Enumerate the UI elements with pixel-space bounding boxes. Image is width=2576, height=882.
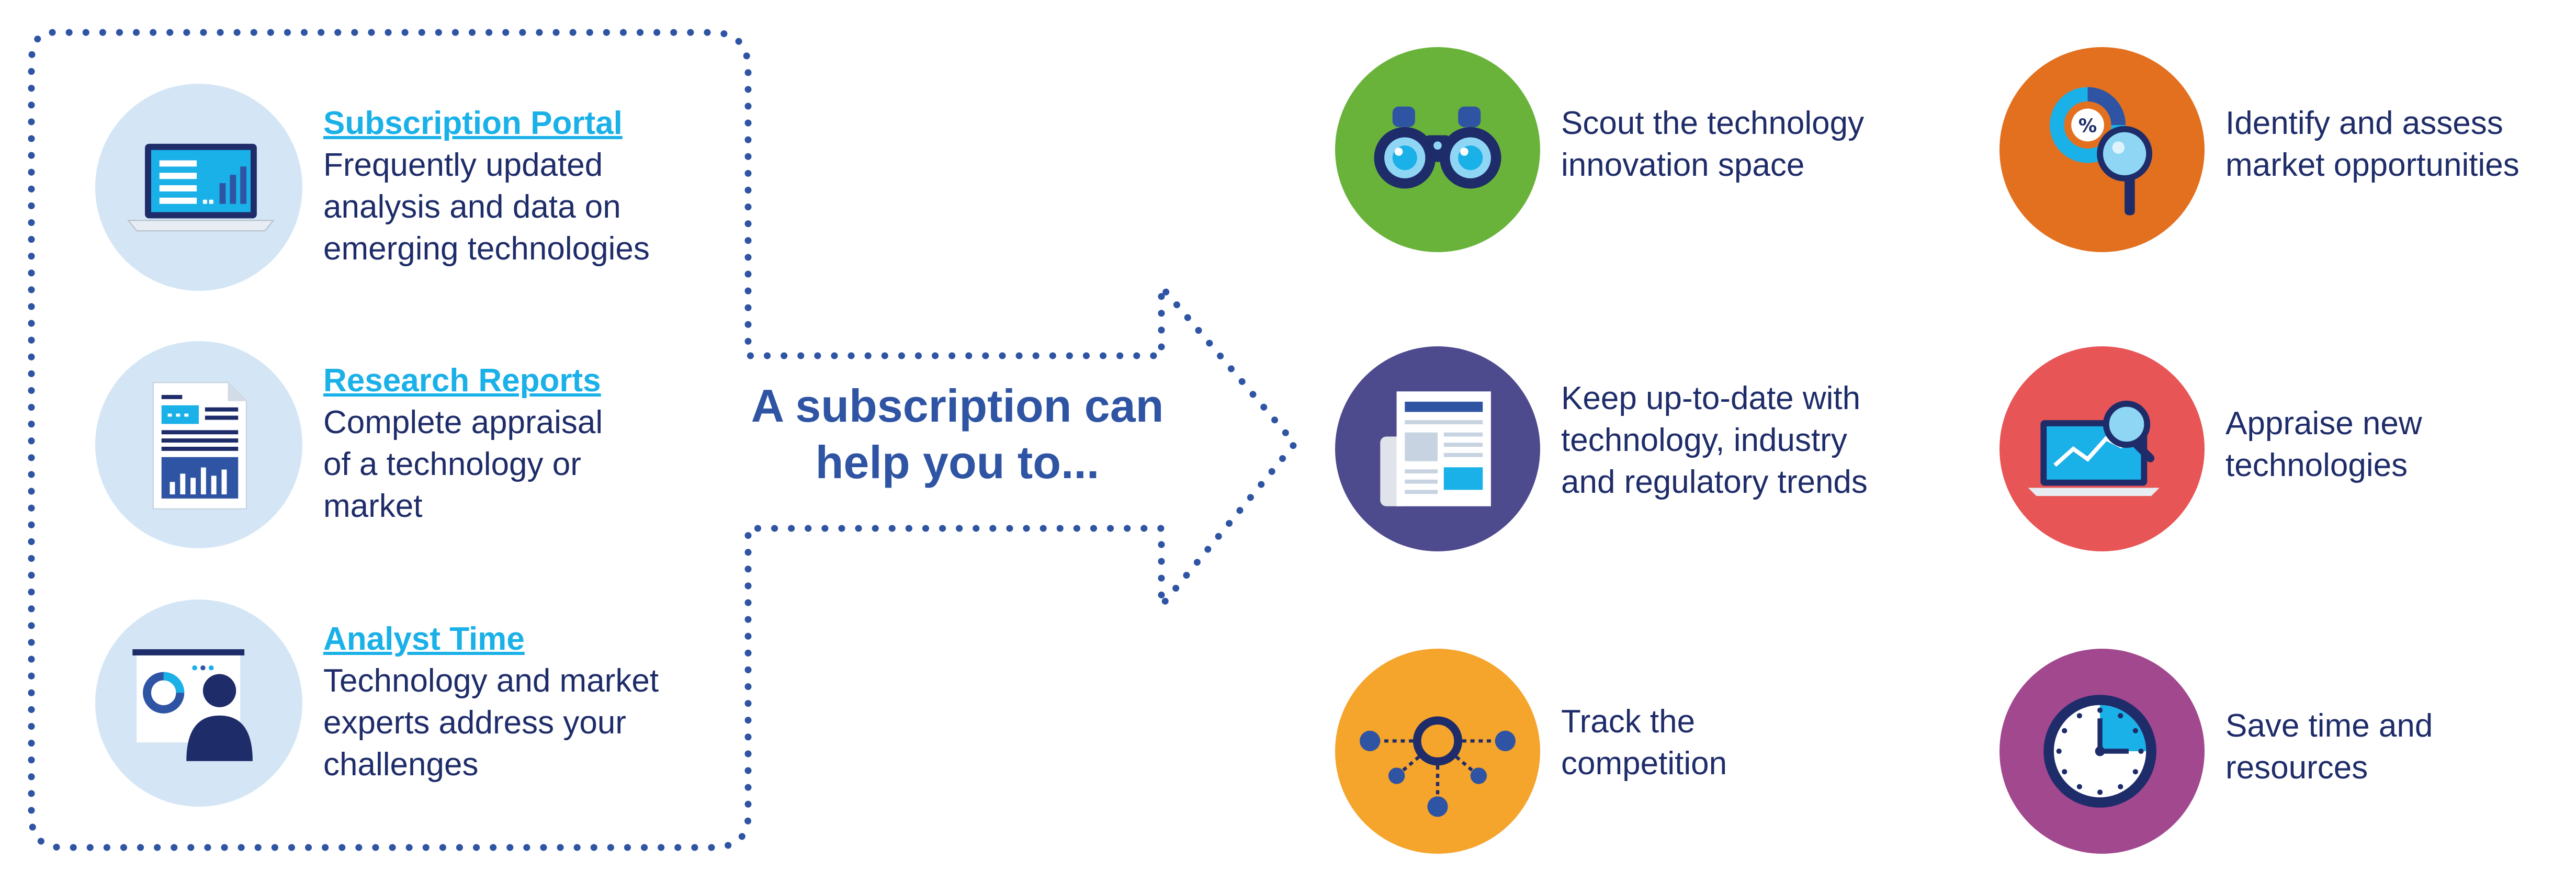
offering-description: Frequently updated analysis and data on … xyxy=(323,147,650,267)
benefit-scout: Scout the technology innovation space xyxy=(1561,105,1865,183)
reports-circle xyxy=(95,341,302,548)
network-node-icon xyxy=(1360,716,1516,817)
benefit-identify: Identify and assess market opportunities xyxy=(2225,105,2519,183)
svg-text:%: % xyxy=(2078,116,2097,137)
benefit-keep-up-to-date: Keep up-to-date with technology, industr… xyxy=(1561,380,1868,500)
newspaper-icon xyxy=(1380,391,1491,506)
offering-analyst-time: Analyst Time Technology and market exper… xyxy=(323,618,721,786)
report-document-icon xyxy=(152,382,247,510)
presenter-screen-icon xyxy=(132,649,253,761)
offering-research-reports: Research Reports Complete appraisal of a… xyxy=(323,360,721,527)
benefit-circle xyxy=(1335,649,1540,854)
percent-magnifier-icon: % xyxy=(2050,87,2153,216)
benefit-circle: % xyxy=(1999,47,2205,252)
offering-subscription-portal: Subscription Portal Frequently updated a… xyxy=(323,103,721,270)
offering-description: Technology and market experts address yo… xyxy=(323,663,659,783)
benefit-circle xyxy=(1335,346,1540,551)
laptop-dashboard-icon xyxy=(127,143,275,232)
center-heading: A subscription can help you to... xyxy=(751,380,1164,488)
offering-title[interactable]: Subscription Portal xyxy=(323,105,623,141)
benefit-appraise: Appraise new technologies xyxy=(2225,405,2422,483)
binoculars-icon xyxy=(1374,106,1501,189)
benefit-track-competition: Track the competition xyxy=(1561,704,1727,782)
analyst-circle xyxy=(95,600,302,807)
laptop-magnifier-icon xyxy=(2028,400,2160,496)
benefit-circle xyxy=(1999,346,2205,551)
offering-title[interactable]: Research Reports xyxy=(323,363,601,399)
benefit-circle xyxy=(1999,649,2205,854)
offering-description: Complete appraisal of a technology or ma… xyxy=(323,404,603,524)
benefit-circle xyxy=(1335,47,1540,252)
portal-circle xyxy=(95,84,302,291)
clock-icon xyxy=(2043,695,2156,808)
offering-title[interactable]: Analyst Time xyxy=(323,621,525,657)
benefit-save-time: Save time and resources xyxy=(2225,708,2433,786)
